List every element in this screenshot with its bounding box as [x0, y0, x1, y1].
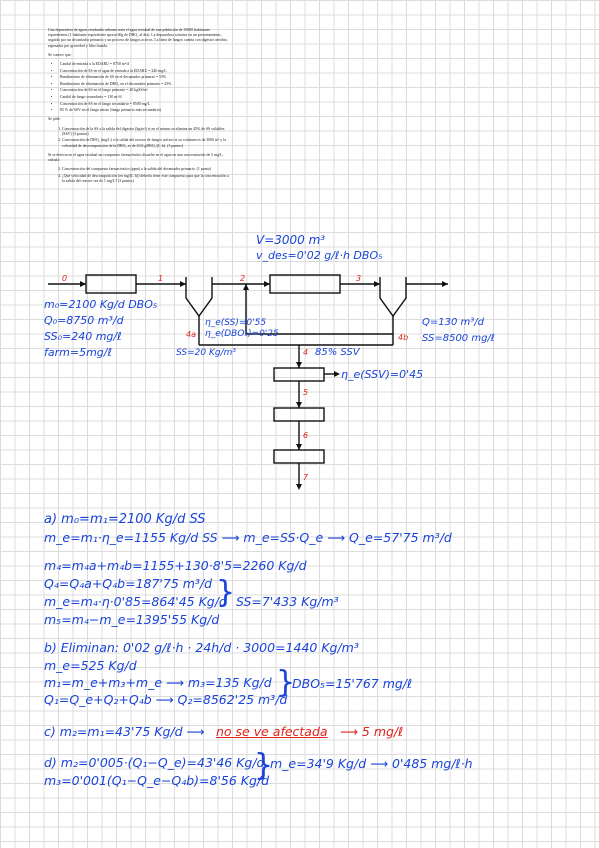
decomposition-rate: v_des=0'02 g/ℓ·h DBO₅ — [256, 249, 383, 262]
inlet-dbo-mass: m₀=2100 Kg/d DBO₅ — [44, 298, 158, 311]
asked-list-2: Concentración del compuesto farmacéutico… — [48, 167, 230, 184]
solution-b-result: DBO₅=15'767 mg/ℓ — [292, 676, 413, 691]
asked-item: Concentración del compuesto farmacéutico… — [62, 167, 230, 172]
solution-a-line-2: m_e=m₁·η_e=1155 Kg/d SS ⟶ m_e=SS·Q_e ⟶ Q… — [44, 530, 452, 545]
known-title: Se conoce que: — [48, 52, 72, 57]
arrow-icon — [80, 281, 86, 287]
eta-ss: η_e(SS)=0'55 — [205, 318, 267, 328]
arrow-icon — [296, 362, 302, 368]
belt-filter-box — [273, 449, 325, 464]
solution-c-note: no se ve afectada — [216, 724, 328, 739]
stream-label: 7 — [303, 473, 309, 482]
asked-title: Se pide: — [48, 117, 61, 122]
stream-label: 2 — [240, 274, 246, 283]
solution-a-result: SS=7'433 Kg/m³ — [236, 594, 339, 609]
digester-box — [273, 367, 325, 382]
known-item: Caudal de entrada a la EDARU = 8750 m³/d — [60, 62, 230, 67]
asked-item: ¿Qué velocidad de descomposición (en mg/… — [62, 174, 230, 184]
arrow-icon — [264, 281, 270, 287]
arrow-icon — [180, 281, 186, 287]
solution-b-line-3: m₁=m_e+m₃+m_e ⟶ m₃=135 Kg/d — [44, 675, 272, 690]
stream-label: 5 — [303, 388, 309, 397]
activated-sludge-reactor — [269, 274, 341, 294]
arrow-icon — [243, 284, 249, 290]
asked-item: Concentración de la SS a la salida del d… — [62, 127, 230, 137]
thickener-box — [273, 407, 325, 422]
known-item: Concentración de SS en el fango secundar… — [60, 102, 230, 107]
pretreatment-box — [85, 274, 137, 294]
arrow-icon — [296, 444, 302, 450]
asked-list: Concentración de la SS a la salida del d… — [48, 127, 230, 149]
secondary-clarifier — [379, 277, 407, 318]
asked-item: Concentración de DBO₅ (mg/L) a la salida… — [62, 138, 230, 148]
primary-clarifier — [185, 277, 213, 318]
arrow-icon — [296, 484, 302, 490]
solution-d-result: m_e=34'9 Kg/d ⟶ 0'485 mg/ℓ·h — [270, 756, 473, 771]
solution-b-line-1: b) Eliminan: 0'02 g/ℓ·h · 24h/d · 3000=1… — [44, 640, 359, 655]
known-item: Caudal de fango secundario = 130 m³/d — [60, 95, 230, 100]
stream-label: 4 — [303, 348, 309, 357]
secondary-sludge-ss: SS=8500 mg/ℓ — [422, 333, 495, 344]
stream-label: 4b — [398, 333, 409, 342]
inlet-ss: SS₀=240 mg/ℓ — [44, 330, 122, 343]
solution-d-line-1: d) m₂=0'005·(Q₁−Q_e)=43'46 Kg/d — [44, 755, 265, 770]
ssv-percentage: 85% SSV — [315, 347, 360, 358]
solution-b-line-4: Q₁=Q_e+Q₂+Q₄b ⟶ Q₂=8562'25 m³/d — [44, 692, 288, 707]
solution-a-line-6: m₅=m₄−m_e=1395'55 Kg/d — [44, 612, 220, 627]
solution-b-line-2: m_e=525 Kg/d — [44, 658, 137, 673]
eta-ssv: η_e(SSV)=0'45 — [341, 368, 424, 381]
arrow-icon — [296, 402, 302, 408]
arrow-icon — [334, 371, 340, 377]
primary-sludge-ss: SS=20 Kg/m³ — [176, 348, 236, 358]
known-item: Concentración de SS en el agua de entrad… — [60, 69, 230, 74]
stream-label: 6 — [303, 431, 309, 440]
problem-statement: Una depuradora de aguas residuales urban… — [48, 28, 230, 188]
solution-a-line-1: a) m₀=m₁=2100 Kg/d SS — [44, 512, 206, 527]
known-item: Rendimiento de eliminación de SS en el d… — [60, 75, 230, 80]
known-list: Caudal de entrada a la EDARU = 8750 m³/d… — [48, 62, 230, 113]
statement-intro: Una depuradora de aguas residuales urban… — [48, 28, 228, 48]
solution-c-result: ⟶ 5 mg/ℓ — [340, 724, 404, 739]
stream-label: 1 — [158, 274, 164, 283]
solution-d-line-2: m₃=0'001(Q₁−Q_e−Q₄b)=8'56 Kg/d — [44, 773, 270, 788]
stream-label: 3 — [356, 274, 362, 283]
secondary-sludge-flow: Q=130 m³/d — [422, 317, 484, 328]
arrow-icon — [374, 281, 380, 287]
eta-dbo: η_e(DBO₅)=0'25 — [205, 329, 279, 339]
known-item: Rendimiento de eliminación de DBO₅ en el… — [60, 82, 230, 87]
statement-middle: Si se detecta en el agua residual un com… — [48, 152, 224, 162]
solution-a-line-5: m_e=m₄·η·0'85=864'45 Kg/d — [44, 594, 227, 609]
pharma-concentration: farm=5mg/ℓ — [44, 346, 113, 359]
reactor-volume: V=3000 m³ — [256, 233, 326, 247]
stream-label: 4a — [186, 330, 196, 339]
solution-a-line-4: Q₄=Q₄a+Q₄b=187'75 m³/d — [44, 576, 213, 591]
solution-a-line-3: m₄=m₄a+m₄b=1155+130·8'5=2260 Kg/d — [44, 558, 307, 573]
stream-label: 0 — [62, 274, 68, 283]
recycle-line — [245, 284, 394, 335]
arrow-icon — [442, 281, 448, 287]
known-item: Concentración de SS en el fango primario… — [60, 88, 230, 93]
inlet-flow: Q₀=8750 m³/d — [44, 314, 124, 327]
known-item: 85 % de SSV en el fango mixto (fango pri… — [60, 108, 230, 113]
solution-c-line-1: c) m₂=m₁=43'75 Kg/d ⟶ — [44, 724, 205, 739]
